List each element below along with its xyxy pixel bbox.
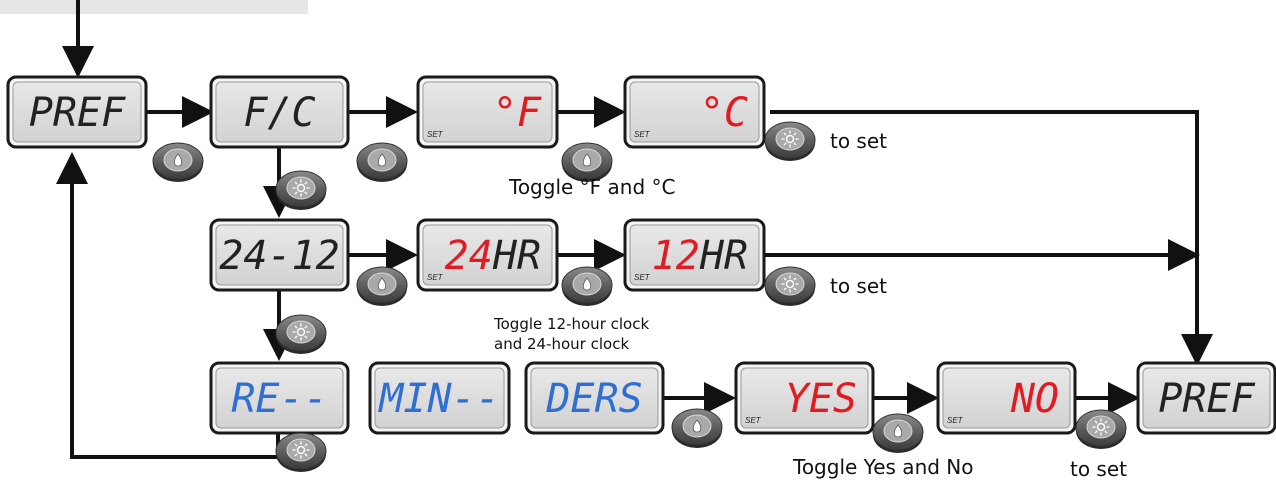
- light-button-icon: [275, 432, 327, 472]
- lcd-screen: [215, 81, 344, 143]
- lcd-display-pref-end: PREF: [1136, 361, 1276, 435]
- caption-to-set-2: to set: [830, 274, 888, 298]
- lcd-display-no: NO SET: [936, 361, 1077, 435]
- set-label: SET: [427, 130, 444, 139]
- warm-button-icon: [671, 408, 723, 448]
- panel-buttons: [152, 121, 1127, 472]
- lcd-text: YES: [785, 376, 857, 422]
- arrow-degc-to-pref-end: [770, 110, 1213, 366]
- warm-button-icon: [152, 142, 204, 182]
- lcd-text: MIN--: [377, 376, 499, 422]
- lcd-screen: [629, 81, 760, 143]
- lcd-screen: [1142, 367, 1271, 429]
- lcd-display-pref-start: PREF: [6, 75, 148, 149]
- lcd-display-min: MIN--: [368, 361, 511, 435]
- set-label: SET: [634, 130, 651, 139]
- lcd-screen: [530, 367, 659, 429]
- lcd-screen: [740, 367, 869, 429]
- lcd-screen: [422, 81, 553, 143]
- lcd-text: °F: [493, 90, 542, 136]
- lcd-text: 12HR: [652, 233, 748, 279]
- lcd-display-ders: DERS: [524, 361, 665, 435]
- lcd-text: PREF: [1158, 376, 1255, 422]
- lcd-text: NO: [1010, 376, 1059, 422]
- lcd-display-yes: YES SET: [734, 361, 875, 435]
- lcd-screen: [422, 224, 553, 286]
- lcd-text: DERS: [545, 376, 642, 422]
- lcd-text: 24HR: [445, 233, 541, 279]
- caption-to-set-1: to set: [830, 129, 888, 153]
- lcd-text: F/C: [243, 90, 315, 136]
- lcd-screen: [629, 224, 760, 286]
- lcd-display-re: RE--: [209, 361, 350, 435]
- light-button-icon: [1075, 409, 1127, 449]
- light-button-icon: [764, 121, 816, 161]
- lcd-display-deg-f: °F SET: [416, 75, 559, 149]
- light-button-icon: [275, 170, 327, 210]
- lcd-text: PREF: [29, 90, 126, 136]
- warm-button-icon: [561, 142, 613, 182]
- warm-button-icon: [356, 142, 408, 182]
- set-label: SET: [427, 273, 444, 282]
- lcd-screen: [215, 224, 344, 286]
- lcd-display-fc: F/C: [209, 75, 350, 149]
- light-button-icon: [275, 314, 327, 354]
- warm-button-icon: [561, 266, 613, 306]
- warm-button-icon: [872, 413, 924, 453]
- lcd-screen: [942, 367, 1071, 429]
- light-button-icon: [764, 266, 816, 306]
- lcd-screen: [374, 367, 505, 429]
- caption-toggle-clock: Toggle 12-hour clock and 24-hour clock: [494, 314, 649, 354]
- lcd-text: 24-12: [219, 233, 339, 279]
- lcd-display-deg-c: °C SET: [623, 75, 766, 149]
- caption-toggle-clock-line1: Toggle 12-hour clock: [494, 315, 650, 333]
- caption-to-set-3: to set: [1070, 457, 1128, 481]
- set-label: SET: [947, 416, 964, 425]
- lcd-display-24-12: 24-12: [209, 218, 350, 292]
- lcd-text: °C: [700, 90, 748, 136]
- set-label: SET: [745, 416, 762, 425]
- lcd-screen: [12, 81, 142, 143]
- set-label: SET: [634, 273, 651, 282]
- lcd-screen: [215, 367, 344, 429]
- warm-button-icon: [356, 266, 408, 306]
- caption-toggle-clock-line2: and 24-hour clock: [494, 335, 630, 353]
- caption-toggle-yes-no: Toggle Yes and No: [793, 455, 974, 479]
- lcd-text: RE--: [231, 376, 327, 422]
- caption-toggle-fc: Toggle °F and °C: [509, 175, 676, 199]
